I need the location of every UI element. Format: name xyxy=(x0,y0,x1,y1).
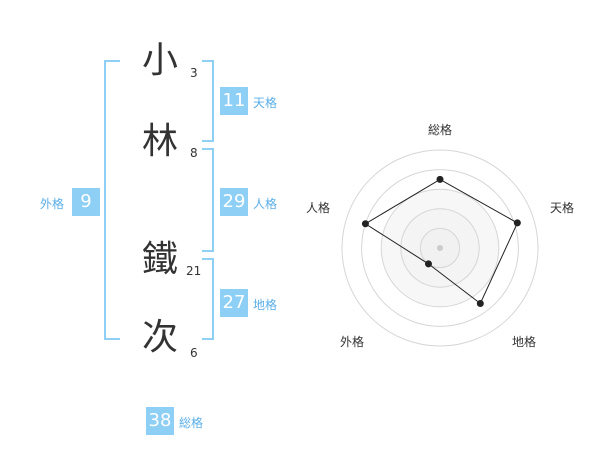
name-char-4: 次 xyxy=(141,317,178,358)
axis-label-chikaku: 地格 xyxy=(512,334,536,349)
stroke-count-3: 21 xyxy=(186,264,202,278)
radar-point-5 xyxy=(361,220,369,228)
stroke-count-4: 6 xyxy=(190,346,198,360)
axis-label-jinkaku: 人格 xyxy=(306,200,330,215)
jinkaku-bracket xyxy=(202,148,214,252)
chikaku-value: 27 xyxy=(220,289,248,317)
axis-label-soukaku: 総格 xyxy=(428,122,452,137)
tenkaku-value: 11 xyxy=(220,87,248,115)
gaikaku-bracket xyxy=(104,60,120,340)
name-char-1: 小 xyxy=(141,40,178,81)
radar-point-2 xyxy=(513,219,521,227)
name-char-2: 林 xyxy=(141,121,178,162)
radar-point-3 xyxy=(476,299,484,307)
jinkaku-value: 29 xyxy=(220,188,248,216)
stroke-count-2: 8 xyxy=(190,146,198,160)
axis-label-gaikaku: 外格 xyxy=(340,334,364,349)
gaikaku-label: 外格 xyxy=(40,197,65,211)
jinkaku-label: 人格 xyxy=(253,197,278,211)
tenkaku-bracket xyxy=(202,60,214,142)
tenkaku-label: 天格 xyxy=(253,96,278,110)
soukaku-value: 38 xyxy=(146,407,174,435)
radar-polygon xyxy=(364,178,519,305)
radar-point-4 xyxy=(424,260,432,268)
axis-label-tenkaku: 天格 xyxy=(550,200,574,215)
radar-center xyxy=(437,245,443,251)
chikaku-bracket xyxy=(202,258,214,340)
chikaku-label: 地格 xyxy=(253,298,278,312)
stroke-count-1: 3 xyxy=(190,66,198,80)
gaikaku-value: 9 xyxy=(72,188,100,216)
soukaku-label: 総格 xyxy=(179,416,204,430)
name-char-3: 鐵 xyxy=(141,239,178,280)
radar-point-1 xyxy=(436,175,444,183)
